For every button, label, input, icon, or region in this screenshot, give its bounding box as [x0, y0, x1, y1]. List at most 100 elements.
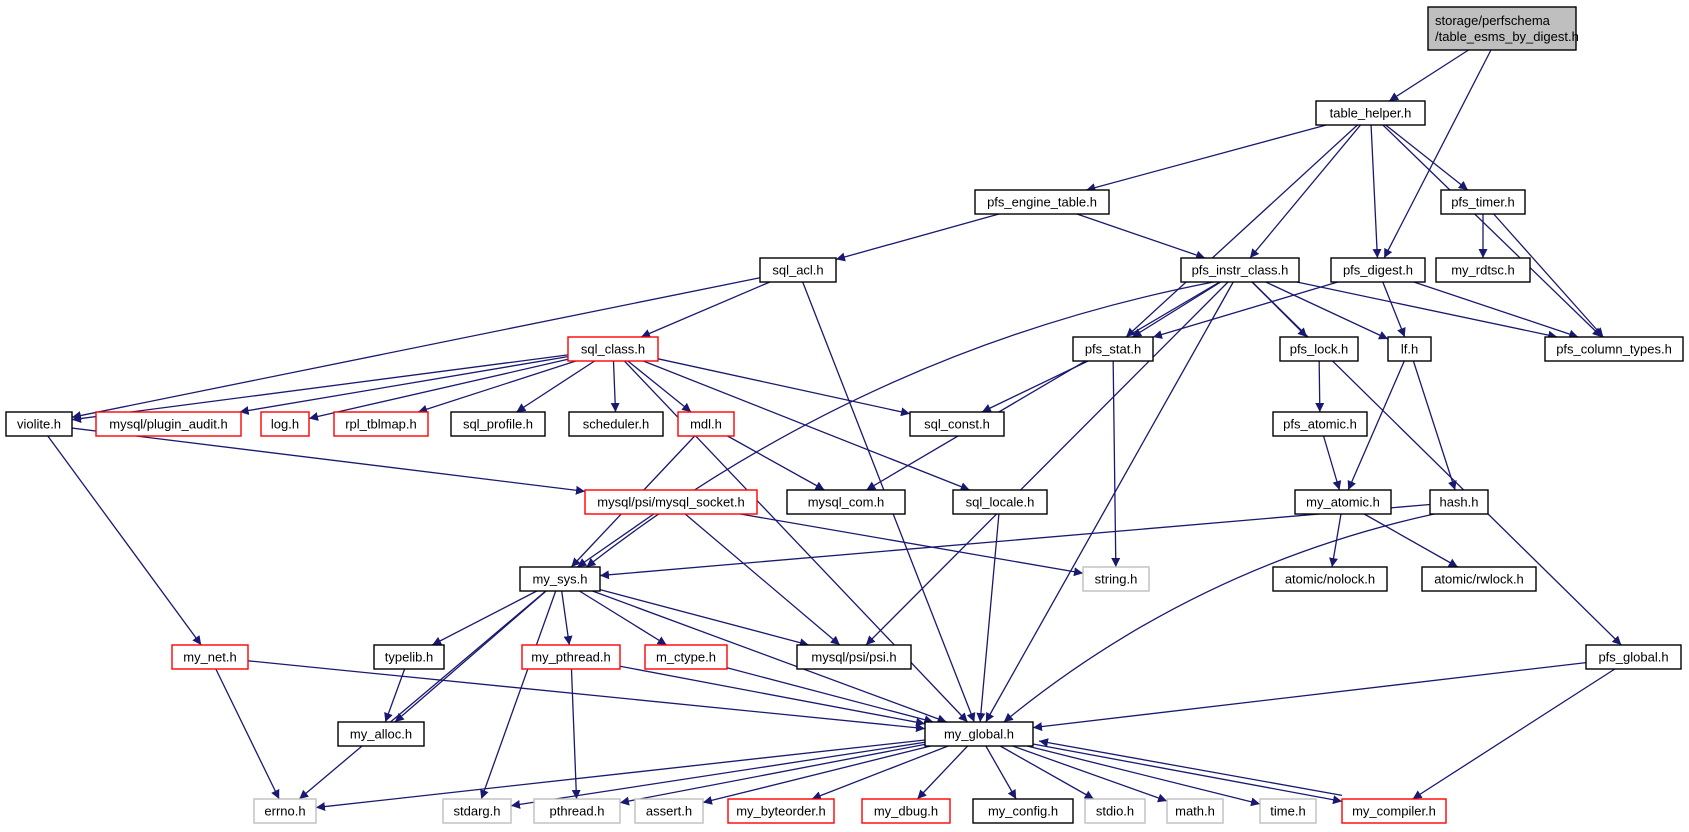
node-box [1272, 566, 1388, 592]
node-my-rdtsc[interactable]: my_rdtsc.h [1435, 257, 1531, 283]
node-root: storage/perfschema/table_esms_by_digest.… [1427, 6, 1579, 51]
node-label: /table_esms_by_digest.h [1435, 29, 1579, 44]
node-sql-class[interactable]: sql_class.h [567, 336, 659, 362]
node-box [171, 644, 249, 670]
node-hash[interactable]: hash.h [1429, 489, 1489, 515]
node-box [333, 411, 429, 437]
node-pfs-column-types[interactable]: pfs_column_types.h [1544, 336, 1684, 362]
node-stdio[interactable]: stdio.h [1084, 798, 1146, 824]
node-my-compiler[interactable]: my_compiler.h [1341, 798, 1447, 824]
node-box [1435, 257, 1531, 283]
edge-hash-to-my_global [1003, 513, 1435, 723]
node-pfs-instr-class[interactable]: pfs_instr_class.h [1180, 257, 1300, 283]
node-sql-const[interactable]: sql_const.h [909, 411, 1005, 437]
node-string[interactable]: string.h [1082, 566, 1150, 592]
node-sql-profile[interactable]: sql_profile.h [450, 411, 546, 437]
edge-table_helper-to-pfs_column_types [1382, 124, 1603, 338]
node-label: mysql_com.h [808, 495, 885, 510]
node-label: my_sys.h [533, 572, 588, 587]
node-sql-acl[interactable]: sql_acl.h [759, 257, 837, 283]
node-typelib[interactable]: typelib.h [373, 644, 445, 670]
node-log[interactable]: log.h [260, 411, 310, 437]
node-label: atomic/nolock.h [1285, 572, 1375, 587]
node-label: time.h [1270, 804, 1305, 819]
node-rpl-tblmap[interactable]: rpl_tblmap.h [333, 411, 429, 437]
node-label: pfs_instr_class.h [1192, 263, 1289, 278]
node-my-byteorder[interactable]: my_byteorder.h [727, 798, 835, 824]
edge-pfs_instr_class-to-pfs_column_types [1296, 281, 1558, 340]
node-pfs-engine-table[interactable]: pfs_engine_table.h [974, 189, 1110, 215]
node-label: pfs_stat.h [1085, 342, 1141, 357]
node-box [644, 644, 728, 670]
node-label: math.h [1175, 804, 1215, 819]
node-scheduler[interactable]: scheduler.h [568, 411, 664, 437]
node-box [1315, 100, 1426, 126]
node-box [1544, 336, 1684, 362]
node-my-global[interactable]: my_global.h [924, 721, 1034, 747]
node-my-sys[interactable]: my_sys.h [519, 566, 601, 592]
edge-my_global-to-stdio [999, 745, 1095, 800]
node-box [972, 798, 1074, 824]
node-box [1166, 798, 1224, 824]
node-assert[interactable]: assert.h [634, 798, 704, 824]
node-time[interactable]: time.h [1259, 798, 1317, 824]
node-my-config[interactable]: my_config.h [972, 798, 1074, 824]
node-my-dbug[interactable]: my_dbug.h [861, 798, 951, 824]
node-box [1421, 566, 1537, 592]
edge-pfs_lock-to-pfs_atomic [1315, 360, 1325, 413]
node-m-ctype[interactable]: m_ctype.h [644, 644, 728, 670]
edge-lf-to-hash [1412, 360, 1457, 491]
edge-sql_class-to-my_global [623, 360, 969, 723]
edge-sql_locale-to-my_global [976, 513, 1000, 723]
node-box [5, 411, 73, 437]
node-my-pthread[interactable]: my_pthread.h [521, 644, 621, 670]
node-atomic-rwlock[interactable]: atomic/rwlock.h [1421, 566, 1537, 592]
node-box [786, 489, 906, 515]
edge-sql_class-to-rpl_tblmap [417, 360, 577, 414]
dependency-edges [47, 49, 1622, 812]
edge-pfs_atomic-to-my_atomic [1322, 435, 1342, 491]
node-mdl[interactable]: mdl.h [677, 411, 735, 437]
node-my-alloc[interactable]: my_alloc.h [337, 721, 425, 747]
node-label: mdl.h [690, 417, 722, 432]
node-pfs-lock[interactable]: pfs_lock.h [1279, 336, 1359, 362]
edge-my_sys-to-m_ctype [579, 590, 667, 646]
edge-table_helper-to-pfs_timer [1385, 124, 1469, 191]
edge-sql_class-to-mdl [627, 360, 692, 413]
node-box [924, 721, 1034, 747]
node-pfs-timer[interactable]: pfs_timer.h [1440, 189, 1526, 215]
edge-my_atomic-to-atomic_rwlock [1363, 513, 1459, 568]
node-atomic-nolock[interactable]: atomic/nolock.h [1272, 566, 1388, 592]
node-pfs-stat[interactable]: pfs_stat.h [1072, 336, 1154, 362]
edge-my_global-to-my_config [985, 745, 1017, 800]
node-sql-locale[interactable]: sql_locale.h [952, 489, 1048, 515]
node-math[interactable]: math.h [1166, 798, 1224, 824]
edge-pfs_instr_class-to-psi [865, 281, 1229, 646]
edge-my_global-to-assert [702, 745, 931, 805]
node-box [1279, 336, 1359, 362]
node-my-net[interactable]: my_net.h [171, 644, 249, 670]
node-box [568, 411, 664, 437]
node-pfs-global[interactable]: pfs_global.h [1585, 644, 1682, 670]
node-box [1429, 489, 1489, 515]
node-plugin-audit[interactable]: mysql/plugin_audit.h [95, 411, 242, 437]
node-pthread[interactable]: pthread.h [533, 798, 621, 824]
node-lf[interactable]: lf.h [1387, 336, 1432, 362]
node-label: sql_profile.h [463, 417, 533, 432]
node-label: sql_locale.h [966, 495, 1035, 510]
node-label: pthread.h [550, 804, 605, 819]
edge-pfs_global-to-my_global [1032, 661, 1587, 732]
node-label: typelib.h [385, 650, 433, 665]
node-psi[interactable]: mysql/psi/psi.h [796, 644, 912, 670]
node-mysql-com[interactable]: mysql_com.h [786, 489, 906, 515]
node-table-helper[interactable]: table_helper.h [1315, 100, 1426, 126]
node-my-atomic[interactable]: my_atomic.h [1294, 489, 1392, 515]
node-violite[interactable]: violite.h [5, 411, 73, 437]
edge-my_global-to-errno [315, 739, 926, 812]
node-mysql-socket[interactable]: mysql/psi/mysql_socket.h [584, 489, 758, 515]
node-errno[interactable]: errno.h [253, 798, 317, 824]
node-pfs-atomic[interactable]: pfs_atomic.h [1272, 411, 1368, 437]
node-stdarg[interactable]: stdarg.h [442, 798, 512, 824]
node-pfs-digest[interactable]: pfs_digest.h [1330, 257, 1426, 283]
